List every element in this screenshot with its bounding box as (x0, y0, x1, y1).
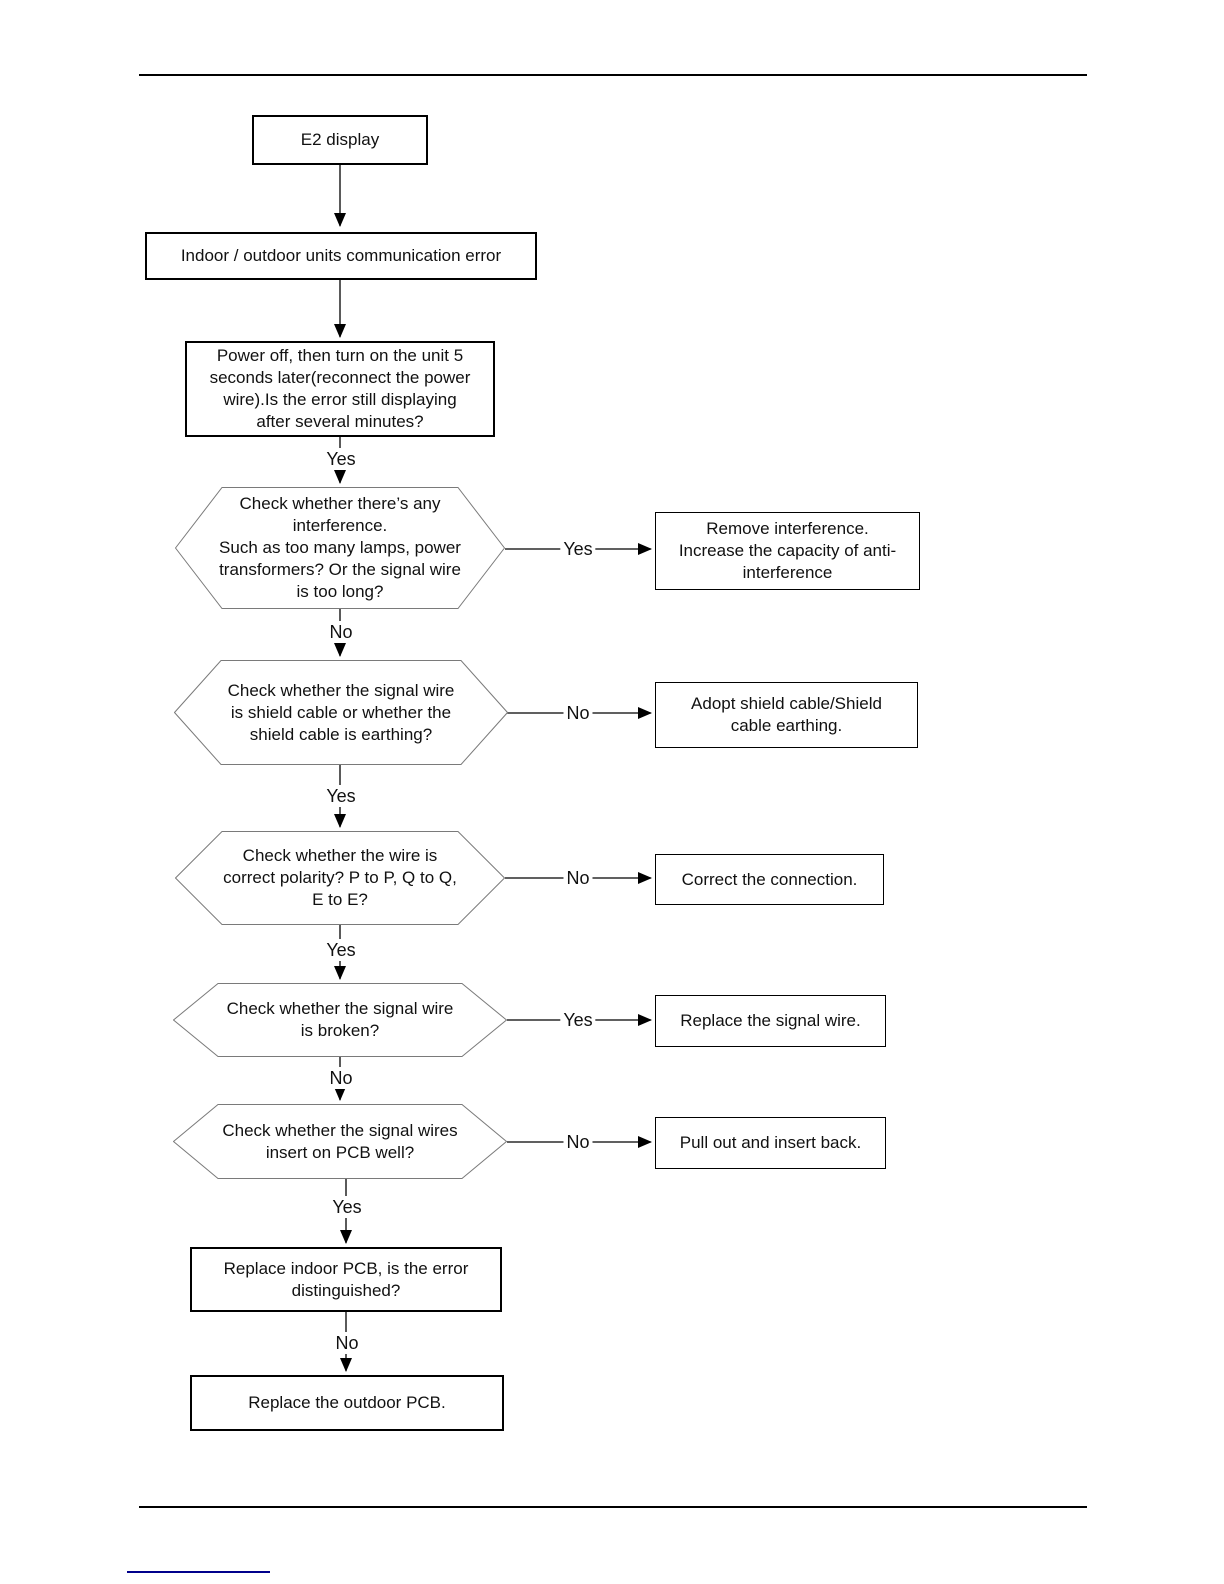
node-e2-display-label: E2 display (300, 130, 380, 149)
hex-check-interference-label: Check whether there’s any interference. … (219, 494, 461, 601)
hex-check-interference: Check whether there’s any interference. … (175, 487, 505, 609)
hex-check-shield-cable: Check whether the signal wire is shield … (174, 660, 508, 765)
node-power-cycle-label: Power off, then turn on the unit 5 secon… (209, 346, 471, 431)
edge-label-broken-yes: Yes (560, 1009, 596, 1031)
footer-link-underline[interactable] (127, 1571, 270, 1573)
edge-label-pcb-yes: Yes (329, 1196, 365, 1218)
edge-label-interference-yes: Yes (560, 538, 596, 560)
node-replace-indoor-pcb: Replace indoor PCB, is the error disting… (190, 1247, 502, 1312)
box-adopt-shield-cable-label: Adopt shield cable/Shield cable earthing… (691, 694, 882, 735)
box-adopt-shield-cable: Adopt shield cable/Shield cable earthing… (655, 682, 918, 748)
bottom-rule (139, 1506, 1087, 1508)
box-correct-connection: Correct the connection. (655, 854, 884, 905)
edge-label-polarity-yes: Yes (323, 939, 359, 961)
node-replace-outdoor-pcb-label: Replace the outdoor PCB. (248, 1393, 446, 1412)
edge-label-shield-no: No (563, 702, 593, 724)
hex-check-wire-broken: Check whether the signal wire is broken? (173, 983, 507, 1057)
node-comm-error-label: Indoor / outdoor units communication err… (180, 246, 502, 265)
edge-label-shield-yes: Yes (323, 785, 359, 807)
edge-label-polarity-no: No (563, 867, 593, 889)
node-e2-display: E2 display (252, 115, 428, 165)
box-remove-interference: Remove interference. Increase the capaci… (655, 512, 920, 590)
hex-check-pcb-insertion-label: Check whether the signal wires insert on… (222, 1120, 458, 1162)
edge-label-broken-no: No (326, 1067, 356, 1089)
edge-label-indoor-no: No (332, 1332, 362, 1354)
node-replace-outdoor-pcb: Replace the outdoor PCB. (190, 1375, 504, 1431)
hex-check-pcb-insertion: Check whether the signal wires insert on… (173, 1104, 507, 1179)
edge-label-interference-no: No (326, 621, 356, 643)
box-pull-out-insert-back: Pull out and insert back. (655, 1117, 886, 1169)
node-replace-indoor-pcb-label: Replace indoor PCB, is the error disting… (223, 1258, 469, 1300)
hex-check-shield-cable-label: Check whether the signal wire is shield … (227, 680, 455, 744)
node-power-cycle: Power off, then turn on the unit 5 secon… (185, 341, 495, 437)
box-pull-out-insert-back-label: Pull out and insert back. (679, 1133, 862, 1152)
edge-label-power-yes: Yes (323, 448, 359, 470)
hex-check-polarity-label: Check whether the wire is correct polari… (223, 846, 457, 909)
box-remove-interference-label: Remove interference. Increase the capaci… (678, 519, 897, 582)
top-rule (139, 74, 1087, 76)
hex-check-polarity: Check whether the wire is correct polari… (175, 831, 505, 925)
box-replace-signal-wire: Replace the signal wire. (655, 995, 886, 1047)
box-replace-signal-wire-label: Replace the signal wire. (680, 1011, 861, 1030)
node-comm-error: Indoor / outdoor units communication err… (145, 232, 537, 280)
hex-check-wire-broken-label: Check whether the signal wire is broken? (226, 999, 454, 1040)
edge-label-pcb-no: No (563, 1131, 593, 1153)
box-correct-connection-label: Correct the connection. (681, 869, 858, 889)
